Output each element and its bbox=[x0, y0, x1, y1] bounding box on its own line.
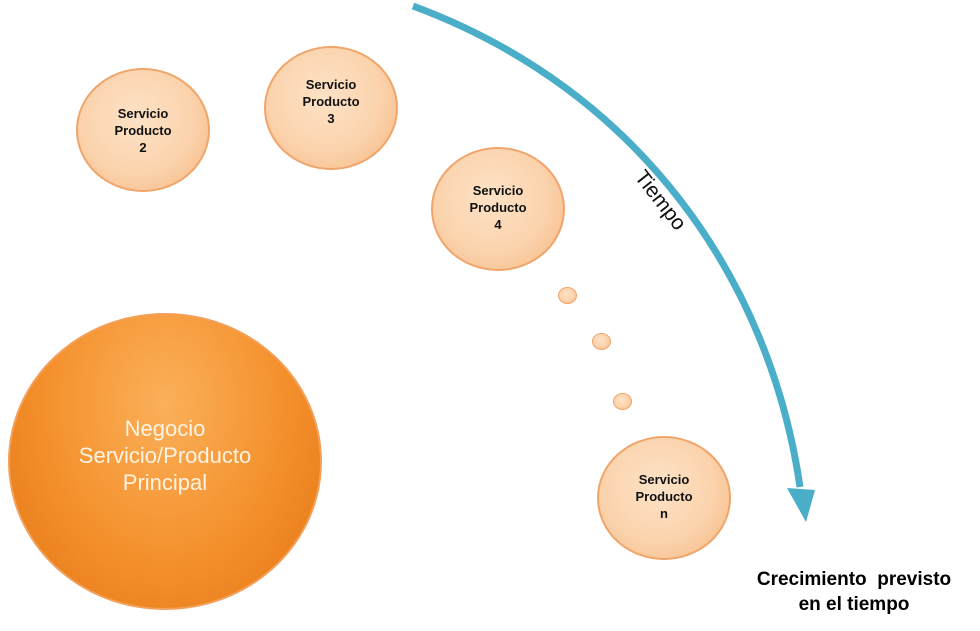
service-4-line3: 4 bbox=[494, 216, 502, 232]
service-n-line1: Servicio bbox=[638, 471, 690, 487]
service-bubble-3-label: Servicio Producto 3 bbox=[302, 76, 359, 127]
service-3-line3: 3 bbox=[327, 110, 335, 126]
time-arrow-curve bbox=[411, 2, 804, 488]
main-line1: Negocio bbox=[124, 416, 206, 441]
ellipsis-dot-2 bbox=[592, 333, 611, 350]
service-bubble-n-label: Servicio Producto n bbox=[635, 471, 692, 522]
service-bubble-n: Servicio Producto n bbox=[597, 436, 731, 560]
service-n-line3: n bbox=[660, 505, 668, 521]
service-bubble-2-label: Servicio Producto 2 bbox=[114, 105, 171, 156]
ellipsis-dot-1 bbox=[558, 287, 577, 304]
service-3-line1: Servicio bbox=[305, 76, 357, 92]
service-bubble-4-label: Servicio Producto 4 bbox=[469, 182, 526, 233]
service-bubble-2: Servicio Producto 2 bbox=[76, 68, 210, 192]
service-3-line2: Producto bbox=[302, 93, 360, 109]
main-business-bubble: Negocio Servicio/Producto Principal bbox=[8, 313, 322, 610]
service-bubble-3: Servicio Producto 3 bbox=[264, 46, 398, 170]
service-2-line1: Servicio bbox=[117, 105, 169, 121]
growth-caption-line2: en el tiempo bbox=[798, 594, 910, 615]
service-4-line2: Producto bbox=[469, 199, 527, 215]
main-line3: Principal bbox=[122, 470, 208, 495]
service-4-line1: Servicio bbox=[472, 182, 524, 198]
service-2-line3: 2 bbox=[139, 139, 147, 155]
growth-caption-line1: Crecimiento previsto bbox=[756, 569, 952, 590]
service-2-line2: Producto bbox=[114, 122, 172, 138]
service-n-line2: Producto bbox=[635, 488, 693, 504]
service-bubble-4: Servicio Producto 4 bbox=[431, 147, 565, 271]
main-business-label: Negocio Servicio/Producto Principal bbox=[79, 415, 251, 496]
time-arrow-head bbox=[787, 488, 815, 522]
main-line2: Servicio/Producto bbox=[78, 443, 252, 468]
growth-caption: Crecimiento previsto en el tiempo bbox=[734, 567, 974, 617]
ellipsis-dot-3 bbox=[613, 393, 632, 410]
